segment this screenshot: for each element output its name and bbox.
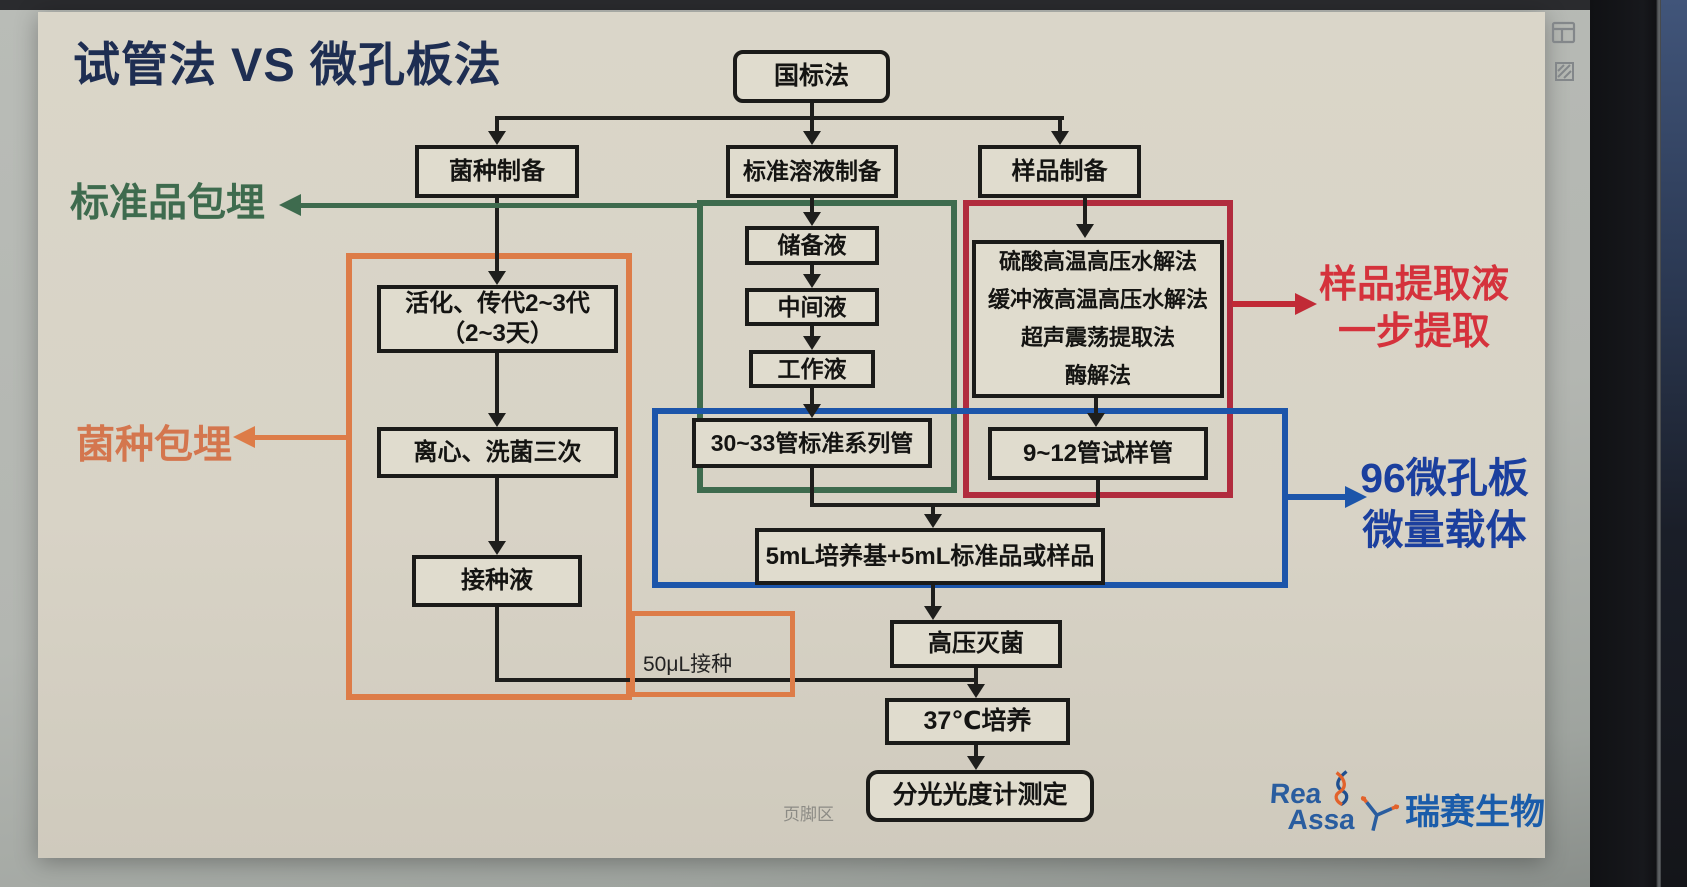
flow-box-inoculum: 接种液 [412,555,582,607]
connector [495,353,499,414]
arrowhead [1076,224,1094,238]
flow-box-spectrophotometer: 分光光度计测定 [866,770,1094,822]
connector [810,503,1100,507]
connector [810,118,814,132]
arrowhead [803,274,821,288]
connector [495,607,499,682]
top-bezel-strip [0,0,1687,10]
slide-layout-icon[interactable] [1551,20,1577,51]
brand-logo: Rea Assa 瑞赛生物 [1262,766,1552,836]
arrowhead [924,606,942,620]
logo-ribbon-icon [1330,770,1352,811]
connector [495,678,978,682]
flow-box-extraction-methods: 硫酸高温高压水解法 缓冲液高温高压水解法 超声震荡提取法 酶解法 [972,240,1224,398]
flow-box-sample-prep: 样品制备 [978,145,1141,198]
arrowhead [967,756,985,770]
connector [810,103,814,119]
label-microplate: 96微孔板 微量载体 [1360,455,1529,553]
connector [810,265,814,275]
blue-frame-microplate [652,408,1288,588]
inoculation-volume-label: 50μL接种 [643,653,733,676]
connector [810,468,814,507]
inoculation-volume-box: 50μL接种 [630,611,795,697]
flow-box-working-solution: 工作液 [749,350,875,388]
arrowhead [488,413,506,427]
connector [931,505,935,515]
arrowhead [803,131,821,145]
label-strain-embed: 菌种包埋 [76,424,233,467]
blue-arrowhead [1345,486,1367,508]
flow-box-medium-mix: 5mL培养基+5mL标准品或样品 [755,528,1105,585]
orange-frame-strain [346,253,632,700]
flow-box-intermediate-solution: 中间液 [745,288,879,326]
arrowhead [488,541,506,555]
green-arrow-line [300,203,700,208]
arrowhead [967,684,985,698]
arrowhead [924,514,942,528]
logo-antibody-icon [1351,795,1401,841]
footer-placeholder: 页脚区 [783,805,834,824]
background-sliver [1661,0,1687,887]
connector [1058,118,1062,132]
connector [810,388,814,405]
connector [1096,480,1100,507]
flow-box-sample-tubes: 9~12管试样管 [988,427,1208,480]
flow-box-centrifuge: 离心、洗菌三次 [377,427,618,478]
arrowhead [803,212,821,226]
orange-arrowhead [233,426,255,448]
arrowhead [1051,131,1069,145]
connector [495,116,1064,120]
logo-cn-name: 瑞赛生物 [1405,793,1546,832]
red-arrowhead [1295,293,1317,315]
connector [495,478,499,542]
orange-arrow-line [255,435,349,440]
red-arrow-line [1232,301,1296,307]
connector [495,198,499,272]
arrowhead [488,131,506,145]
page-title: 试管法 VS 微孔板法 [73,38,502,91]
connector [810,326,814,337]
blue-arrow-line [1288,494,1346,500]
label-standard-embed: 标准品包埋 [70,182,266,225]
flow-box-strain-prep: 菌种制备 [415,145,579,198]
green-frame-standard [697,200,957,493]
flow-box-incubate: 37℃培养 [885,698,1070,745]
label-sample-extract: 样品提取液 一步提取 [1318,264,1509,353]
hatch-pen-icon[interactable] [1554,61,1575,87]
connector [974,745,978,757]
arrowhead [803,404,821,418]
connector [810,198,814,213]
connector [974,668,978,685]
connector [495,118,499,132]
green-arrowhead [279,194,301,216]
connector [1083,198,1087,225]
arrowhead [1087,413,1105,427]
flow-box-root: 国标法 [733,50,890,103]
flow-box-standard-series-tubes: 30~33管标准系列管 [692,418,932,468]
flow-box-autoclave: 高压灭菌 [890,620,1062,668]
connector [1094,398,1098,414]
connector [931,585,935,607]
flow-box-activation: 活化、传代2~3代 （2~3天） [377,285,618,353]
flow-box-stock-solution: 储备液 [745,226,879,265]
flow-box-standard-solution-prep: 标准溶液制备 [726,145,898,198]
arrowhead [803,336,821,350]
arrowhead [488,271,506,285]
